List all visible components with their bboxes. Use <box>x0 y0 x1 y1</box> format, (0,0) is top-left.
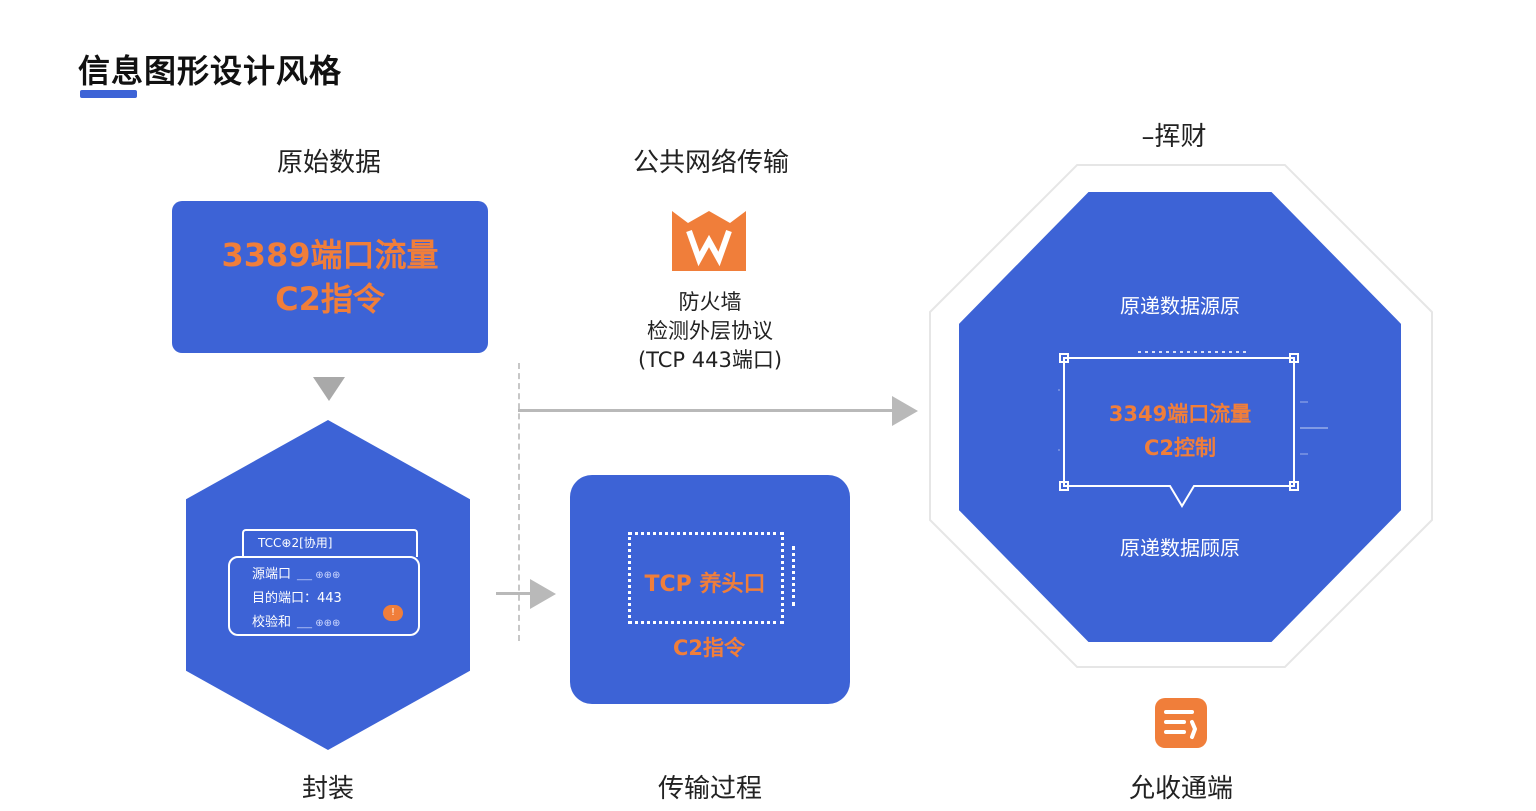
octagon-bottom-text: 原递数据顾原 <box>1120 536 1240 560</box>
receiver-octagon <box>959 192 1401 642</box>
firewall-port-label: (TCP 443端口) <box>637 348 783 372</box>
packet-header: TCC⊕2[协用] <box>242 529 418 557</box>
raw-data-card: 3389端口流量 C2指令 <box>172 201 488 353</box>
packet-row-source-port: 源端口 ___ ⊕⊕⊕ <box>252 563 340 582</box>
packet-body <box>228 556 420 636</box>
vertical-dashed-divider <box>518 363 520 641</box>
octagon-port-traffic: 3349端口流量 <box>1108 402 1252 426</box>
transmission-card <box>570 475 850 704</box>
firewall-description: 防火墙 检测外层协议 (TCP 443端口) <box>638 288 782 375</box>
section-label-transmission: 传输过程 <box>657 774 763 804</box>
encapsulation-hexagon <box>186 420 470 750</box>
octagon-c2-control: C2控制 <box>1143 436 1217 460</box>
packet-row-source-port-label: 源端口 <box>252 567 292 582</box>
packet-row-checksum: 校验和 ___ ⊕⊕⊕ <box>252 611 340 630</box>
tcp-header-frame <box>628 532 784 624</box>
firewall-w-icon <box>672 211 746 271</box>
section-label-receiver: 允收通端 <box>1128 774 1234 804</box>
section-label-public-network: 公共网络传输 <box>632 148 790 178</box>
network-arrow-line <box>518 409 892 412</box>
network-arrow-head-icon <box>892 396 918 426</box>
tcp-header-frame-edge <box>792 546 805 606</box>
octagon-top-text: 原递数据源原 <box>1120 294 1240 318</box>
packet-row-dest-port-value: 443 <box>317 591 342 606</box>
transmit-c2-label: C2指令 <box>672 636 746 660</box>
tcp-packet-diagram: TCC⊕2[协用] 源端口 ___ ⊕⊕⊕ 目的端口：443 校验和 ___ ⊕⊕⊕ <box>228 529 422 636</box>
callout-frame-icon <box>1058 351 1328 508</box>
packet-row-dest-port-label: 目的端口： <box>252 591 318 606</box>
title-underline <box>80 90 137 98</box>
page-title: 信息图形设计风格 <box>78 52 343 90</box>
packet-row-checksum-label: 校验和 <box>252 615 292 630</box>
section-label-top-right: –挥财 <box>1141 122 1207 152</box>
tcp-header-label: TCP 养头口 <box>644 572 766 597</box>
packet-row-source-port-value: ___ ⊕⊕⊕ <box>297 570 341 581</box>
raw-data-line-2: C2指令 <box>275 280 385 318</box>
down-arrow-icon <box>313 377 345 401</box>
document-list-icon <box>1155 698 1207 748</box>
section-label-raw-data: 原始数据 <box>276 148 382 178</box>
raw-data-line-1: 3389端口流量 <box>221 236 439 274</box>
section-label-encapsulation: 封装 <box>301 774 355 804</box>
firewall-label: 防火墙 <box>678 290 742 314</box>
alert-dot-icon: ! <box>383 605 403 621</box>
firewall-detect-label: 检测外层协议 <box>646 319 773 343</box>
transmit-arrow-line <box>496 592 530 595</box>
packet-row-checksum-value: ___ ⊕⊕⊕ <box>297 618 341 629</box>
packet-row-dest-port: 目的端口：443 <box>252 587 342 606</box>
transmit-arrow-head-icon <box>530 579 556 609</box>
